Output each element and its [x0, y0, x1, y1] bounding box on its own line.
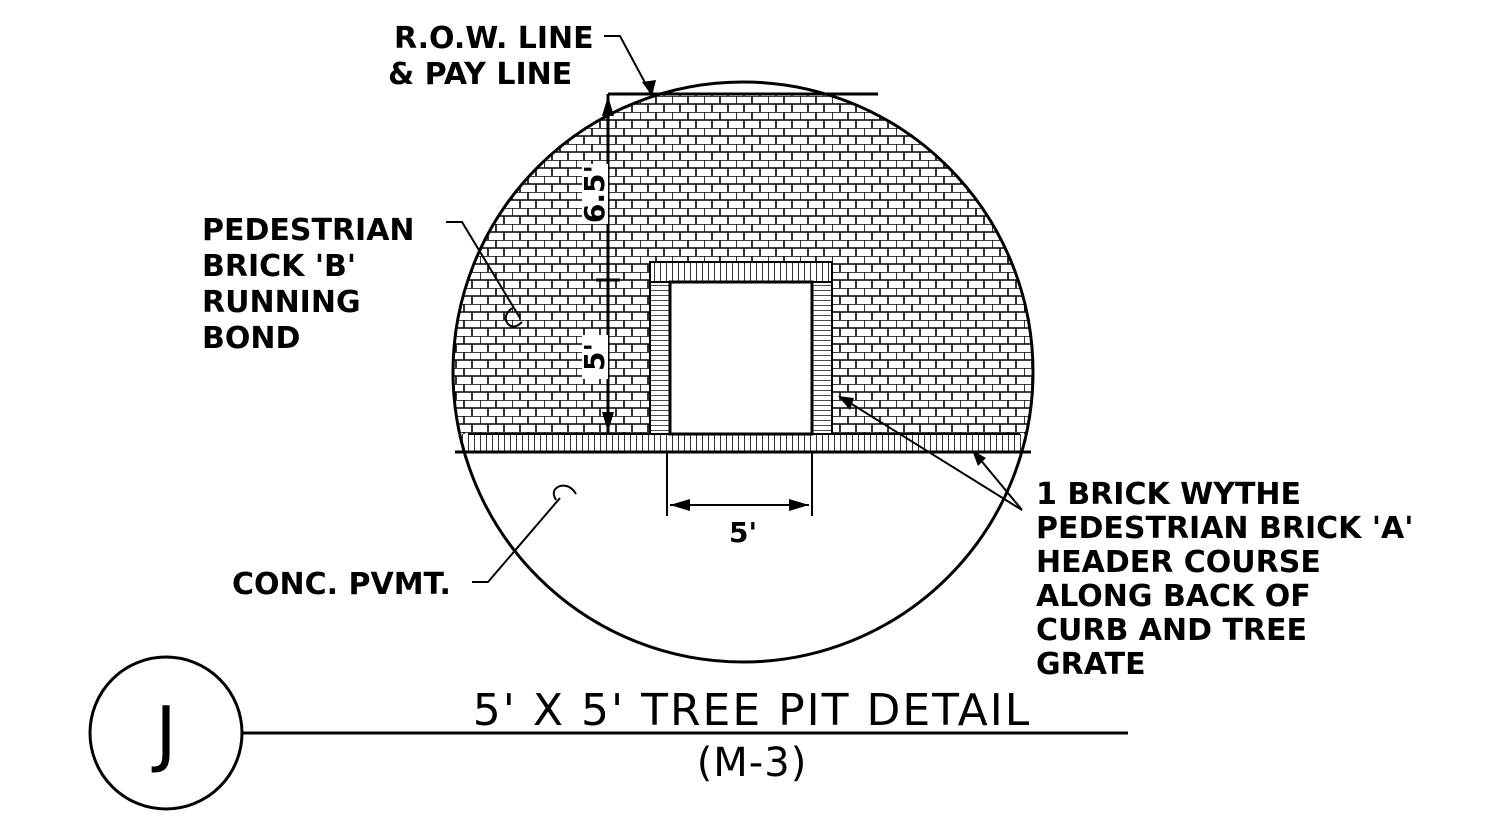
dimension-width-label: 5' — [729, 516, 757, 549]
header-course-right — [811, 261, 833, 435]
detail-mark-letter: J — [151, 691, 176, 775]
pay-line-label: & PAY LINE — [388, 57, 572, 92]
wythe-label-2: PEDESTRIAN BRICK 'A' — [1036, 511, 1413, 546]
ped-brick-b-label-4: BOND — [202, 321, 300, 356]
row-line-label: R.O.W. LINE — [394, 21, 594, 56]
detail-title: 5' X 5' TREE PIT DETAIL — [473, 685, 1031, 736]
wythe-label-1: 1 BRICK WYTHE — [1036, 477, 1301, 512]
wythe-label-3: HEADER COURSE — [1036, 545, 1321, 580]
ped-brick-b-label-1: PEDESTRIAN — [202, 213, 415, 248]
title-block: J 5' X 5' TREE PIT DETAIL (M-3) — [88, 655, 1128, 811]
wythe-label-6: GRATE — [1036, 647, 1146, 682]
vertical-dimension: 6.5' 5' — [578, 94, 620, 434]
header-course-along-curb — [453, 434, 1033, 452]
detail-subtitle: (M-3) — [697, 740, 808, 786]
horizontal-dimension: 5' — [666, 452, 813, 549]
leaders — [446, 35, 1023, 583]
ped-brick-b-label-2: BRICK 'B' — [202, 249, 356, 284]
dimension-lower-label: 5' — [578, 343, 611, 371]
header-course-top — [649, 261, 833, 283]
dimension-upper-label: 6.5' — [578, 165, 611, 223]
wythe-label-5: CURB AND TREE — [1036, 613, 1307, 648]
detail-circle — [451, 80, 1035, 664]
tree-pit-opening — [668, 280, 814, 436]
ped-brick-b-label-3: RUNNING — [202, 285, 361, 320]
conc-pvmt-label: CONC. PVMT. — [232, 567, 451, 602]
wythe-label-4: ALONG BACK OF — [1036, 579, 1311, 614]
header-course-left — [649, 261, 671, 435]
